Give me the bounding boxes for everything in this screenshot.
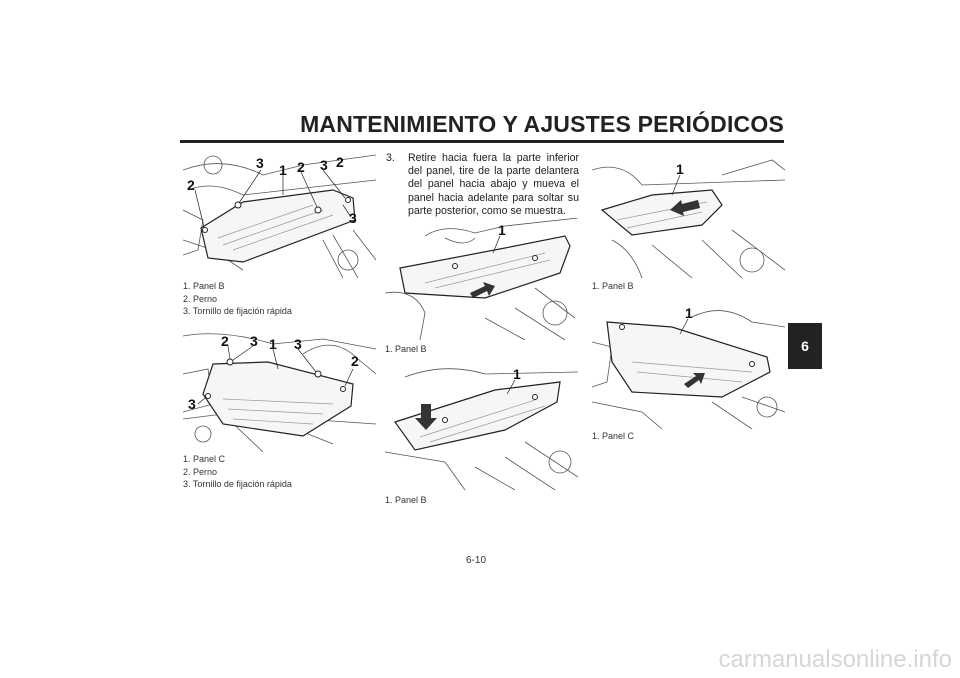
callout-label: 1 [269, 336, 277, 352]
figure-caption: 1. Panel C 2. Perno 3. Tornillo de fijac… [183, 453, 292, 491]
figure-caption: 1. Panel B [385, 343, 427, 356]
caption-line: 1. Panel B [385, 495, 427, 505]
figure-caption: 1. Panel B [592, 280, 634, 293]
page-title: MANTENIMIENTO Y AJUSTES PERIÓDICOS [300, 111, 784, 137]
callout-label: 2 [297, 159, 305, 175]
caption-line: 2. Perno [183, 466, 218, 477]
figure-panel-b-remove-2: 1 [385, 362, 578, 490]
figure-caption: 1. Panel B [385, 494, 427, 507]
callout-label: 2 [336, 154, 344, 170]
figure-caption: 1. Panel C [592, 430, 634, 443]
callout-label: 1 [498, 222, 506, 238]
figure-panel-b-bolts: 3 1 2 3 2 2 3 [183, 150, 376, 278]
caption-line: 2. Perno [183, 293, 218, 304]
callout-label: 2 [187, 177, 195, 193]
step-number: 3. [386, 152, 395, 164]
callout-label: 3 [256, 155, 264, 171]
callout-label: 3 [349, 210, 357, 226]
caption-line: 1. Panel C [592, 431, 635, 441]
callout-label: 1 [685, 305, 693, 321]
callout-label: 2 [351, 353, 359, 369]
step-3-instruction: 3. Retire hacia fuera la parte inferior … [386, 152, 579, 218]
callout-label: 3 [320, 157, 328, 173]
callout-label: 1 [279, 162, 287, 178]
caption-line: 3. Tornillo de fijación rápida [183, 479, 292, 489]
figure-panel-c-bolts: 2 3 1 3 2 3 [183, 324, 376, 452]
callout-label: 2 [221, 333, 229, 349]
caption-line: 1. Panel B [592, 281, 634, 291]
step-text: Retire hacia fuera la parte inferior del… [408, 152, 579, 217]
figure-panel-c-remove: 1 [592, 302, 785, 429]
callout-label: 3 [250, 333, 258, 349]
callout-label: 3 [294, 336, 302, 352]
chapter-tab: 6 [788, 323, 822, 369]
figure-caption: 1. Panel B 2. Perno 3. Tornillo de fijac… [183, 280, 292, 318]
callout-label: 3 [188, 396, 196, 412]
watermark: carmanualsonline.info [718, 646, 952, 673]
page-number: 6-10 [466, 555, 487, 566]
caption-line: 3. Tornillo de fijación rápida [183, 306, 292, 316]
figure-panel-b-remove-3: 1 [592, 150, 785, 278]
caption-line: 1. Panel B [385, 344, 427, 354]
caption-line: 1. Panel B [183, 281, 225, 291]
caption-line: 1. Panel C [183, 454, 226, 464]
figure-panel-b-remove-1: 1 [385, 218, 578, 340]
title-rule [180, 140, 784, 143]
callout-label: 1 [513, 366, 521, 382]
callout-label: 1 [676, 161, 684, 177]
